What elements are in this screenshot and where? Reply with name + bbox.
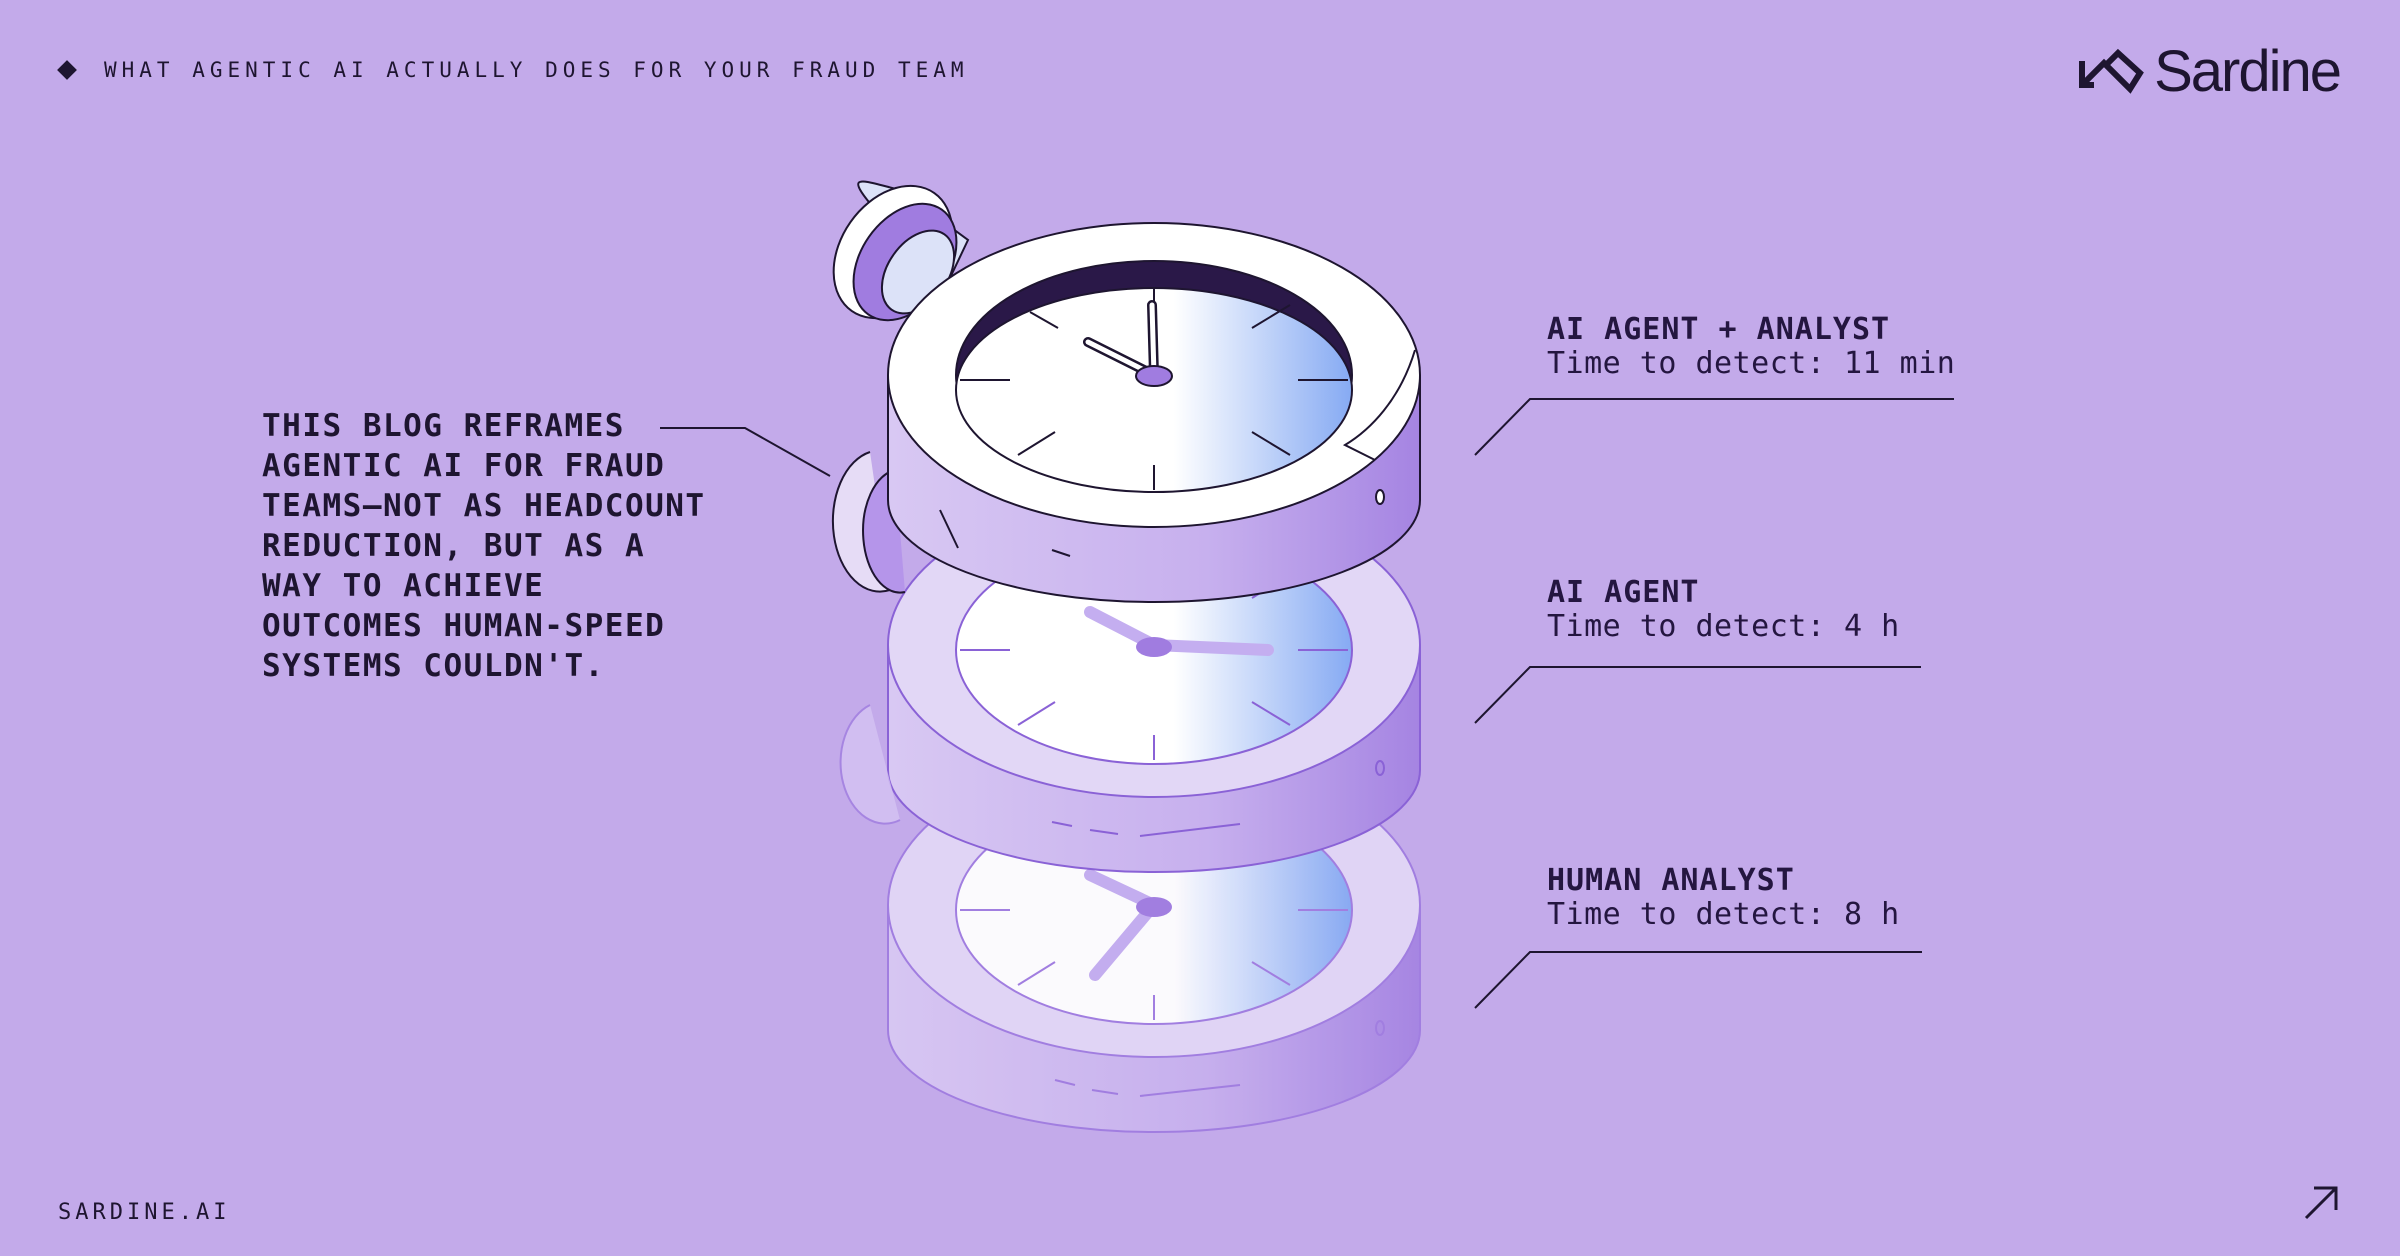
footer-url-link[interactable]: SARDINE.AI xyxy=(58,1200,231,1225)
label-human-analyst: HUMAN ANALYST Time to detect: 8 h xyxy=(1547,864,1900,932)
label-title: HUMAN ANALYST xyxy=(1547,863,1795,898)
label-ai-agent-plus-analyst: AI AGENT + ANALYST Time to detect: 11 mi… xyxy=(1547,313,1955,381)
page-eyebrow: WHAT AGENTIC AI ACTUALLY DOES FOR YOUR F… xyxy=(57,58,969,82)
leader-line-ai-agent xyxy=(1474,666,1921,724)
brand-name: Sardine xyxy=(2154,39,2342,104)
blurb-leader-line xyxy=(660,427,831,477)
label-metric: Time to detect: 8 h xyxy=(1547,897,1900,932)
stopwatch-ai-agent-plus-analyst xyxy=(831,180,1421,603)
leader-line-ai-agent-plus-analyst xyxy=(1474,398,1954,456)
eyebrow-text: WHAT AGENTIC AI ACTUALLY DOES FOR YOUR F… xyxy=(104,58,969,82)
external-link-button[interactable] xyxy=(2300,1180,2344,1224)
label-metric: Time to detect: 4 h xyxy=(1547,609,1900,644)
label-title: AI AGENT + ANALYST xyxy=(1547,312,1891,347)
label-metric: Time to detect: 11 min xyxy=(1547,346,1956,381)
leader-line-human-analyst xyxy=(1474,951,1922,1009)
arrow-up-right-icon xyxy=(2304,1186,2338,1220)
sardine-logo-icon xyxy=(2079,48,2144,94)
leader-lines xyxy=(660,398,1954,1009)
blog-summary: THIS BLOG REFRAMES AGENTIC AI FOR FRAUD … xyxy=(262,408,706,684)
brand-logo[interactable]: Sardine xyxy=(2078,38,2342,105)
label-ai-agent: AI AGENT Time to detect: 4 h xyxy=(1547,576,1900,644)
label-title: AI AGENT xyxy=(1547,575,1700,610)
